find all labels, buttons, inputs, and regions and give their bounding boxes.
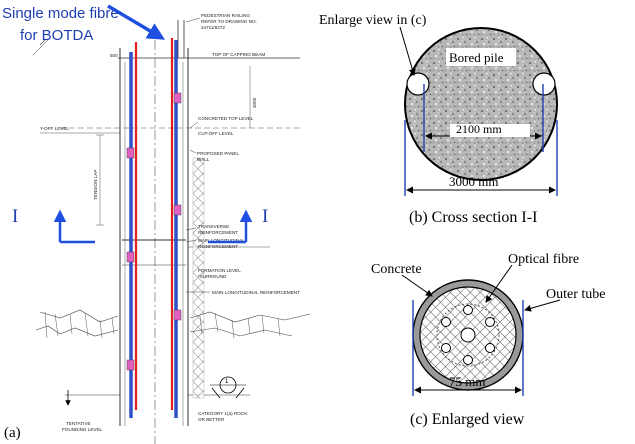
section-mark-left: I [12,206,18,227]
note-transverse-2: REINFORCEMENT [198,230,238,235]
bored-pile-label: Bored pile [449,50,504,65]
inner-dimension-label: 2100 mm [456,122,502,136]
pile-hole-right [532,72,556,96]
note-concreted-top: CONCRETED TOP LEVEL [198,116,254,121]
panel-a-leaders [185,17,210,293]
enlarge-view-label: Enlarge view in (c) [319,13,427,28]
section-arrow-right [208,209,253,244]
svg-text:3000: 3000 [252,97,257,108]
tube-dimension-label: 75 mm [449,374,485,389]
optical-fibre-cores [441,305,495,365]
optical-fibre-label: Optical fibre [508,252,579,267]
enlarge-pointer-arrow [399,26,416,76]
note-panel-wall-2: WALL [197,157,210,162]
tube-pointer [524,299,561,312]
note-circle-number: 1 [225,379,229,385]
note-category-2: OR BETTER [198,417,225,422]
section-mark-right: I [262,206,268,227]
note-formation-2: *SURROUND [198,274,227,279]
note-railing-ref2: 24711/6372 [201,25,225,30]
botda-pointer-arrow [107,4,166,40]
note-railing: PEDESTRIAN RAILING [201,13,250,18]
note-main-long-2: REINFORCEMENT [198,244,238,249]
panel-a-elevation: TENSION LAP 3000 [32,20,311,444]
note-y-off: Y-OFF LEVEL [40,126,69,131]
outer-tube-label: Outer tube [546,287,605,302]
section-arrow-left [53,209,95,244]
botda-label-line1: Single mode fibre [2,5,119,22]
note-panel-wall-1: PROPOSED PANEL [197,151,239,156]
panel-b-caption: (b) Cross section I-I [409,209,537,226]
fibre-pointer [485,264,513,303]
fibre-bundle-ring [436,303,500,367]
inner-dim-label-bg [450,124,530,137]
panel-a-label: (a) [4,425,21,441]
botda-label-line2: for BOTDA [20,27,93,44]
note-category-1: CATEGORY 1(a) ROCK [198,411,248,416]
note-railing-ref1: REFER TO DRAWING NO. [201,19,257,24]
pile-hole-left [406,72,430,96]
panel-c-caption: (c) Enlarged view [410,411,525,428]
concrete-pointer [401,274,433,297]
note-formation-1: FORMATION LEVEL [198,268,241,273]
note-main-long-full: MAIN LONGITUDINAL REINFORCEMENT [212,290,300,295]
panel-c-enlarged [401,264,561,396]
outer-dimension-label: 3000 mm [449,174,498,189]
note-capping: TOP OF CAPPING BEAM [212,52,265,57]
note-cut-off: CUT-OFF LEVEL [198,131,234,136]
note-tentative-1: TENTATIVE [66,421,91,426]
concrete-label: Concrete [371,262,422,277]
note-transverse-1: TRANSVERSE [198,224,229,229]
note-tentative-2: FOUNDING LEVEL [62,427,103,432]
svg-text:TENSION LAP: TENSION LAP [93,170,98,200]
note-main-long-1: MAIN LONGITUDINAL [198,238,245,243]
panel-b-cross-section [399,26,558,196]
bored-pile-label-bg [446,48,516,66]
note-dim-top: 500 [110,53,118,58]
